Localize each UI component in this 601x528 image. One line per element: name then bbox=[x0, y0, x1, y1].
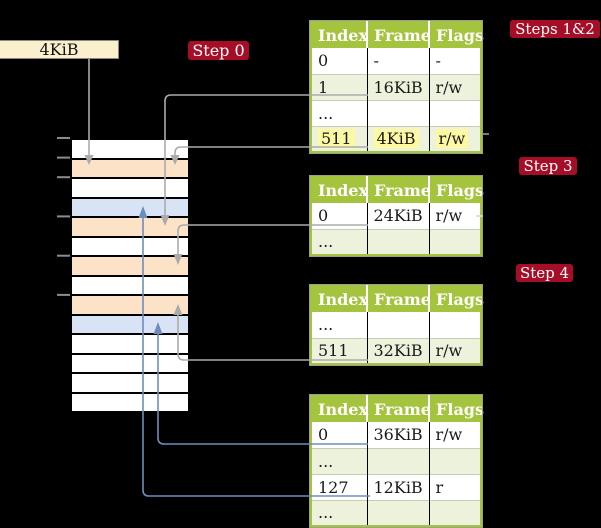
cell-flags: r/w bbox=[428, 73, 481, 100]
cell-frame bbox=[366, 228, 429, 255]
col-header-frame: Frame bbox=[366, 177, 431, 203]
cell-frame: 12KiB bbox=[366, 473, 429, 500]
memory-frame-row-blue bbox=[72, 313, 188, 333]
cell-frame: - bbox=[366, 48, 429, 74]
page-table-step-3: Index Frame Flags 0 24KiB r/w ... bbox=[309, 175, 484, 257]
col-header-index: Index bbox=[311, 286, 368, 312]
table-row-ellipsis: ... bbox=[311, 447, 481, 474]
table-row: 0 24KiB r/w bbox=[311, 203, 481, 229]
step-0-label: Step 0 bbox=[192, 41, 245, 60]
cell-index: ... bbox=[311, 312, 367, 338]
highlighted-value: r/w bbox=[435, 129, 469, 149]
frame-size-box: 4KiB bbox=[0, 40, 119, 59]
table-row-ellipsis: ... bbox=[311, 99, 481, 126]
cell-frame: 4KiB bbox=[366, 125, 429, 152]
table-header-row: Index Frame Flags bbox=[311, 396, 484, 422]
memory-frame-row-white bbox=[72, 140, 188, 158]
cell-flags bbox=[428, 99, 481, 126]
cell-index: 127 bbox=[311, 473, 367, 500]
steps-1-2-label: Steps 1&2 bbox=[515, 20, 595, 38]
table-header-row: Index Frame Flags bbox=[311, 177, 484, 203]
cell-index: 511 bbox=[311, 337, 367, 364]
memory-frame-row-white bbox=[72, 352, 188, 372]
table-header-row: Index Frame Flags bbox=[311, 22, 484, 48]
cell-frame bbox=[366, 447, 429, 474]
table-row: 127 12KiB r bbox=[311, 473, 481, 500]
col-header-flags: Flags bbox=[428, 22, 484, 48]
memory-frame-row-white bbox=[72, 391, 188, 411]
cell-frame bbox=[366, 499, 429, 526]
cell-index: 0 bbox=[311, 203, 367, 229]
table-header-row: Index Frame Flags bbox=[311, 286, 484, 312]
page-table-bottom: Index Frame Flags 0 36KiB r/w ... 127 12… bbox=[309, 394, 484, 528]
table-row-ellipsis: ... bbox=[311, 228, 481, 255]
cell-frame: 16KiB bbox=[366, 73, 429, 100]
step-3-label: Step 3 bbox=[523, 157, 573, 175]
table-row: 0 - - bbox=[311, 48, 481, 74]
page-table-step-4: Index Frame Flags ... 511 32KiB r/w bbox=[309, 284, 484, 366]
step-0-badge: Step 0 bbox=[188, 41, 249, 60]
cell-flags bbox=[428, 228, 481, 255]
steps-1-2-badge: Steps 1&2 bbox=[510, 20, 600, 38]
cell-flags: r bbox=[428, 473, 481, 500]
highlighted-value: 4KiB bbox=[373, 129, 419, 149]
cell-frame bbox=[366, 99, 429, 126]
memory-frame-row-blue bbox=[72, 196, 188, 216]
cell-flags: r/w bbox=[428, 125, 481, 152]
cell-index: ... bbox=[311, 499, 367, 526]
cell-flags: r/w bbox=[428, 203, 481, 229]
cell-index: ... bbox=[311, 99, 367, 126]
table-row-ellipsis: ... bbox=[311, 312, 481, 338]
cell-frame: 24KiB bbox=[366, 203, 429, 229]
cell-flags bbox=[428, 499, 481, 526]
cell-index: 0 bbox=[311, 48, 367, 74]
table-row: 1 16KiB r/w bbox=[311, 73, 481, 100]
step-3-badge: Step 3 bbox=[519, 157, 577, 175]
memory-frame-row-peach bbox=[72, 255, 188, 275]
memory-frame-row-peach bbox=[72, 157, 188, 177]
col-header-index: Index bbox=[311, 177, 368, 203]
table-row: 511 32KiB r/w bbox=[311, 337, 481, 364]
cell-index: 0 bbox=[311, 422, 367, 448]
cell-index: ... bbox=[311, 228, 367, 255]
memory-frame-row-white bbox=[72, 372, 188, 392]
memory-frame-row-white bbox=[72, 177, 188, 197]
col-header-frame: Frame bbox=[366, 396, 431, 422]
cell-index: ... bbox=[311, 447, 367, 474]
physical-memory-column bbox=[70, 138, 190, 413]
memory-frame-row-peach bbox=[72, 216, 188, 236]
memory-boundary-ticks bbox=[57, 137, 70, 296]
page-table-steps-1-2: Index Frame Flags 0 - - 1 16KiB r/w ... bbox=[309, 20, 484, 154]
memory-frame-row-peach bbox=[72, 294, 188, 314]
table-row-highlighted: 511 4KiB r/w bbox=[311, 125, 481, 152]
cell-flags bbox=[428, 447, 481, 474]
cell-frame: 36KiB bbox=[366, 422, 429, 448]
col-header-index: Index bbox=[311, 396, 368, 422]
step-4-label: Step 4 bbox=[519, 264, 570, 282]
cell-frame bbox=[366, 312, 429, 338]
cell-flags: r/w bbox=[428, 422, 481, 448]
table-row-ellipsis: ... bbox=[311, 499, 481, 526]
cell-frame: 32KiB bbox=[366, 337, 429, 364]
col-header-flags: Flags bbox=[428, 396, 484, 422]
cell-flags: r/w bbox=[428, 337, 481, 364]
col-header-frame: Frame bbox=[366, 22, 431, 48]
col-header-flags: Flags bbox=[428, 286, 484, 312]
cell-index: 511 bbox=[311, 125, 367, 152]
memory-frame-row-white bbox=[72, 274, 188, 294]
col-header-index: Index bbox=[311, 22, 368, 48]
cell-flags bbox=[428, 312, 481, 338]
memory-frame-row-white bbox=[72, 235, 188, 255]
col-header-flags: Flags bbox=[428, 177, 484, 203]
frame-size-label: 4KiB bbox=[39, 40, 79, 59]
step-4-badge: Step 4 bbox=[516, 264, 573, 282]
cell-index: 1 bbox=[311, 73, 367, 100]
memory-frame-row-white bbox=[72, 333, 188, 353]
highlighted-value: 511 bbox=[318, 129, 355, 149]
cell-flags: - bbox=[428, 48, 481, 74]
table-row: 0 36KiB r/w bbox=[311, 422, 481, 448]
col-header-frame: Frame bbox=[366, 286, 431, 312]
